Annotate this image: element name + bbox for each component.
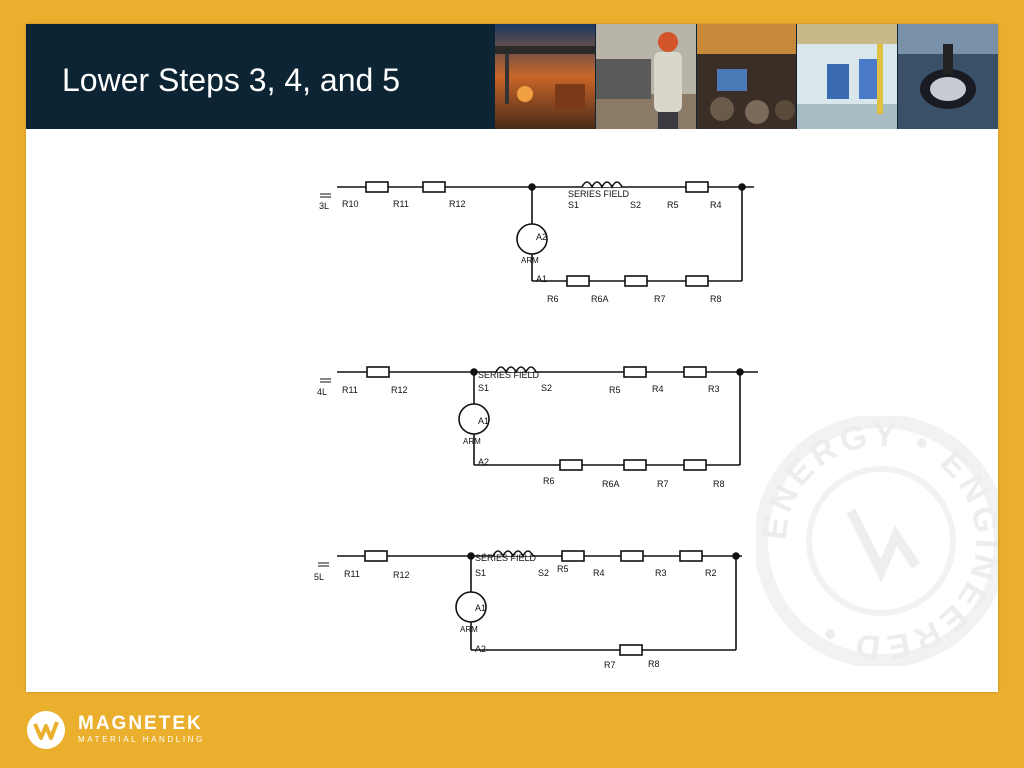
- resistor-label: R7: [604, 660, 616, 670]
- crane-bay-photo: [494, 24, 595, 129]
- series-field-label: SERIES FIELD: [568, 189, 630, 199]
- resistor-label: R11: [393, 199, 409, 209]
- step5-resistors: [364, 550, 703, 656]
- slide: Lower Steps 3, 4, and 5: [26, 24, 998, 692]
- junction-dot: [467, 552, 475, 560]
- resistor-label: R3: [708, 384, 720, 394]
- worker-photo: [594, 24, 696, 129]
- step3-resistors: [365, 181, 709, 287]
- resistor-label: R11: [344, 569, 360, 579]
- brand-name: MAGNETEK: [78, 713, 203, 734]
- resistor-label: R12: [449, 199, 466, 209]
- s2-label: S2: [630, 200, 641, 210]
- brand-subtitle: MATERIAL HANDLING: [78, 735, 205, 744]
- junction-dot: [736, 368, 744, 376]
- resistor-label: R8: [713, 479, 725, 489]
- resistor: [364, 550, 388, 562]
- resistor-label: R8: [648, 659, 660, 669]
- crane-hook-photo: [897, 24, 998, 129]
- s1-label: S1: [568, 200, 579, 210]
- junction-dot: [738, 183, 746, 191]
- arm-bottom-label: A2: [475, 644, 486, 654]
- resistor-label: R12: [393, 570, 410, 580]
- resistor: [561, 550, 585, 562]
- resistor-label: R2: [705, 568, 717, 578]
- resistor: [620, 550, 644, 562]
- arm-label: ARM: [463, 437, 481, 446]
- step-label: 4L: [317, 387, 327, 397]
- resistor-label: R4: [710, 200, 722, 210]
- arm-label: ARM: [521, 256, 539, 265]
- junction-dot: [470, 368, 478, 376]
- resistor-label: R7: [654, 294, 666, 304]
- resistor-label: R5: [667, 200, 679, 210]
- resistor: [623, 366, 647, 378]
- resistor-label: R8: [710, 294, 722, 304]
- arm-label: ARM: [460, 625, 478, 634]
- resistor: [366, 366, 390, 378]
- step-label: 5L: [314, 572, 324, 582]
- s1-label: S1: [475, 568, 486, 578]
- resistor-label: R4: [652, 384, 664, 394]
- arm-circle: [516, 223, 548, 255]
- resistor-label: R6: [547, 294, 559, 304]
- resistor: [619, 644, 643, 656]
- circuit-diagrams: 3L R10 R11 R12 SERIES FIELD S1 S2 R5 R4 …: [314, 181, 758, 670]
- step-label: 3L: [319, 201, 329, 211]
- arm-top-label: A2: [536, 232, 547, 242]
- series-field-label: SERIES FIELD: [478, 370, 540, 380]
- junction-dot: [528, 183, 536, 191]
- arm-circle: [458, 403, 490, 435]
- resistor: [683, 459, 707, 471]
- resistor-label: R7: [657, 479, 669, 489]
- arm-circle: [455, 591, 487, 623]
- series-field-label: SÉRIES FIELD: [475, 553, 537, 563]
- resistor-label: R6A: [602, 479, 620, 489]
- arm-top-label: A1: [475, 603, 486, 613]
- resistor: [685, 181, 709, 193]
- motor-shop-photo: [695, 24, 797, 129]
- resistor-label: R10: [342, 199, 359, 209]
- step5-diagram: [337, 550, 742, 651]
- step4-resistors: [366, 366, 707, 471]
- resistor: [624, 275, 648, 287]
- resistor-label: R5: [557, 564, 569, 574]
- resistor-label: R6A: [591, 294, 609, 304]
- arm-bottom-label: A2: [478, 457, 489, 467]
- drive-room-photo: [796, 24, 898, 129]
- resistor: [683, 366, 707, 378]
- junction-dot: [732, 552, 740, 560]
- magnetek-icon: [27, 711, 65, 749]
- step4-diagram: [337, 366, 758, 466]
- resistor-label: R6: [543, 476, 555, 486]
- resistor: [422, 181, 446, 193]
- resistor-label: R5: [609, 385, 621, 395]
- s2-label: S2: [541, 383, 552, 393]
- arm-bottom-label: A1: [536, 274, 547, 284]
- resistor: [559, 459, 583, 471]
- energy-engineered-watermark: ENERGY • ENGINEERED •: [756, 416, 998, 666]
- arm-top-label: A1: [478, 416, 489, 426]
- magnetek-logo: MAGNETEK MATERIAL HANDLING: [26, 710, 205, 750]
- resistor: [685, 275, 709, 287]
- resistor: [365, 181, 389, 193]
- resistor: [679, 550, 703, 562]
- resistor-label: R11: [342, 385, 358, 395]
- photo-strip: [494, 24, 998, 129]
- resistor-label: R3: [655, 568, 667, 578]
- resistor: [623, 459, 647, 471]
- resistor-label: R4: [593, 568, 605, 578]
- resistor: [566, 275, 590, 287]
- header-bar: Lower Steps 3, 4, and 5: [26, 24, 998, 129]
- page-title: Lower Steps 3, 4, and 5: [62, 62, 400, 98]
- s1-label: S1: [478, 383, 489, 393]
- s2-label: S2: [538, 568, 549, 578]
- resistor-label: R12: [391, 385, 408, 395]
